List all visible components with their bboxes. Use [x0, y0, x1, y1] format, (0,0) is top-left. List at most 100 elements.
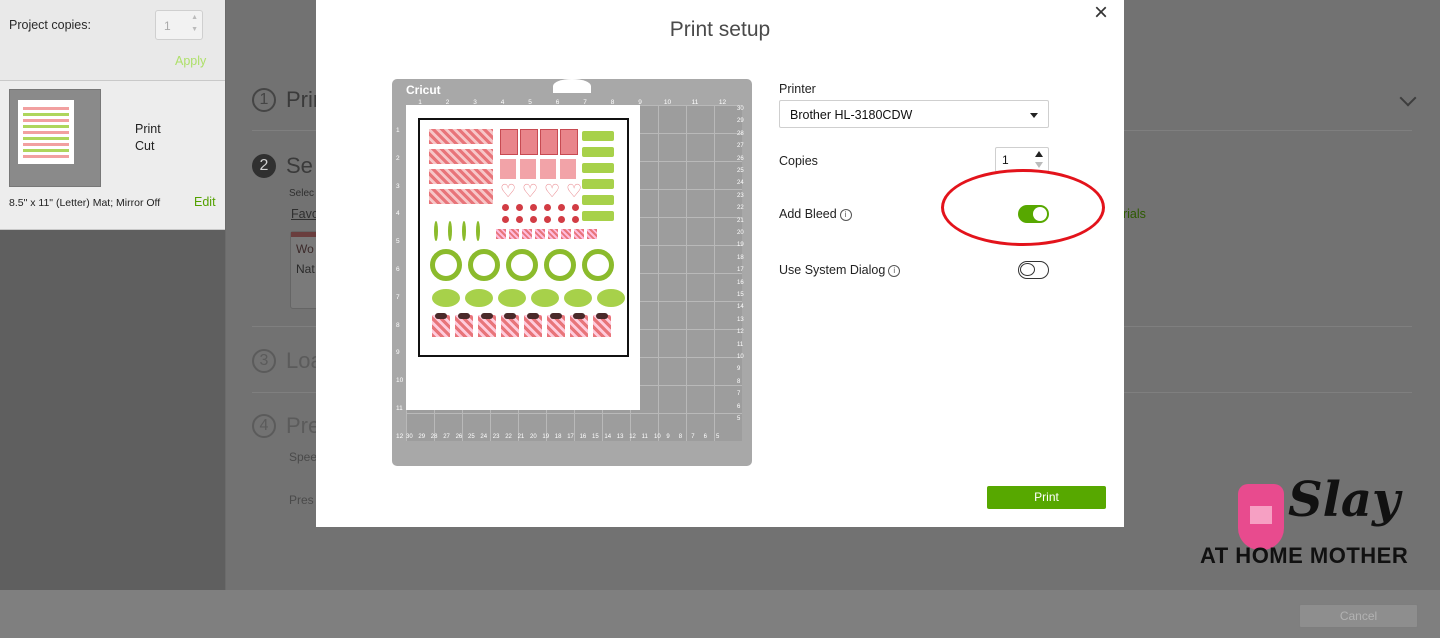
printer-select[interactable]: Brother HL-3180CDW — [779, 100, 1049, 128]
ruler-tick-label: 15 — [737, 292, 744, 298]
ruler-tick-label: 6 — [555, 99, 560, 106]
favorites-tab[interactable]: Favo — [291, 207, 319, 221]
step-2[interactable]: 2 Se — [252, 153, 313, 179]
copies-stepper[interactable]: 1 — [995, 147, 1049, 172]
ruler-tick-label: 29 — [737, 118, 744, 125]
apply-button[interactable]: Apply — [175, 54, 207, 68]
heart-sticker: ♡ — [544, 181, 561, 201]
info-icon[interactable]: i — [839, 208, 852, 221]
small-gift-sticker — [574, 229, 584, 239]
dropdown-caret-icon — [1030, 113, 1038, 118]
ruler-tick-label: 28 — [430, 434, 438, 440]
clipboard-sticker — [540, 159, 556, 179]
banner-sticker — [582, 195, 614, 205]
watermark-slay: Slay — [1288, 472, 1400, 528]
ruler-tick-label: 17 — [567, 434, 574, 440]
ruler-tick-label: 25 — [468, 434, 475, 440]
flower-sticker — [516, 216, 523, 223]
clipboard-sticker — [520, 159, 536, 179]
ruler-tick-label: 9 — [666, 434, 670, 440]
ruler-tick-label: 1 — [396, 127, 400, 134]
ruler-tick-label: 28 — [737, 130, 744, 137]
banner-sticker — [582, 179, 614, 189]
system-dialog-toggle[interactable] — [1018, 261, 1049, 279]
striped-label-sticker — [429, 149, 493, 164]
info-icon[interactable]: i — [888, 264, 901, 277]
bow-icon — [527, 313, 539, 319]
mat-sidebar: Project copies: 1 ▲ ▼ Apply Print Cut 8.… — [0, 0, 225, 638]
speech-bubble-sticker — [564, 289, 592, 307]
pressure-text: Pres — [289, 493, 314, 507]
ruler-tick-label: 2 — [396, 154, 400, 162]
ruler-tick-label: 24 — [480, 434, 488, 440]
ruler-tick-label: 6 — [703, 434, 707, 440]
ruler-tick-label: 4 — [396, 210, 400, 218]
speed-text: Spee — [289, 450, 318, 464]
flower-sticker — [502, 216, 509, 223]
flower-sticker — [544, 216, 551, 223]
stepper-up-icon[interactable]: ▲ — [191, 14, 198, 21]
ruler-tick-label: 4 — [500, 99, 505, 106]
step-1[interactable]: 1 Prin — [252, 87, 325, 113]
striped-label-sticker — [429, 189, 493, 204]
ruler-tick-label: 13 — [737, 316, 744, 323]
ruler-tick-label: 18 — [737, 254, 744, 261]
ruler-tick-label: 12 — [629, 434, 636, 440]
ruler-tick-label: 22 — [505, 434, 512, 440]
print-then-cut-frame — [418, 118, 629, 357]
chevron-down-icon[interactable] — [1399, 89, 1417, 107]
banner-sticker — [582, 211, 614, 221]
gift-sticker — [455, 313, 473, 337]
clipboard-sticker — [500, 159, 516, 179]
ruler-tick-label: 10 — [737, 354, 744, 360]
leaf-sticker — [462, 221, 466, 241]
mat-thumbnail[interactable] — [9, 89, 101, 187]
ruler-tick-label: 7 — [396, 293, 400, 301]
edit-mat-button[interactable]: Edit — [194, 195, 216, 209]
step-title: Pre — [286, 413, 321, 438]
flower-sticker — [572, 204, 579, 211]
ruler-tick-label: 25 — [737, 168, 744, 174]
step-4[interactable]: 4 Pre — [252, 413, 320, 439]
stepper-up-icon[interactable] — [1035, 151, 1043, 157]
ruler-tick-label: 18 — [554, 434, 562, 440]
ruler-tick-label: 21 — [737, 217, 744, 224]
close-icon[interactable]: × — [1093, 0, 1108, 26]
gift-sticker — [432, 313, 450, 337]
project-copies-input[interactable]: 1 ▲ ▼ — [155, 10, 203, 40]
mat-tab — [553, 79, 591, 93]
heart-sticker: ♡ — [500, 181, 517, 201]
step-number: 4 — [252, 414, 276, 438]
ruler-tick-label: 16 — [579, 434, 587, 440]
gift-sticker — [501, 313, 519, 337]
leaf-sticker — [434, 221, 438, 241]
gift-sticker — [593, 313, 611, 337]
ruler-tick-label: 27 — [443, 434, 450, 440]
ruler-tick-label: 30 — [737, 106, 744, 112]
ruler-tick-label: 26 — [455, 434, 463, 440]
wreath-sticker — [544, 249, 576, 281]
print-button[interactable]: Print — [987, 486, 1106, 509]
small-gift-sticker — [509, 229, 519, 239]
ruler-tick-label: 12 — [718, 99, 727, 106]
notebook-sticker — [560, 129, 578, 155]
mat-card[interactable]: Print Cut 8.5" x 11" (Letter) Mat; Mirro… — [0, 81, 225, 230]
step-3[interactable]: 3 Loa — [252, 348, 323, 374]
ruler-tick-label: 29 — [418, 434, 426, 440]
notebook-sticker — [500, 129, 518, 155]
ruler-tick-label: 22 — [737, 205, 744, 212]
slay-at-home-mother-watermark: Slay AT HOME MOTHER — [1200, 470, 1430, 570]
notebook-sticker — [540, 129, 558, 155]
mat-description: 8.5" x 11" (Letter) Mat; Mirror Off — [9, 197, 161, 209]
striped-label-sticker — [429, 169, 493, 184]
ruler-tick-label: 1 — [418, 99, 422, 106]
stepper-down-icon[interactable] — [1035, 162, 1043, 168]
stepper-down-icon[interactable]: ▼ — [191, 26, 198, 33]
small-gift-sticker — [587, 229, 597, 239]
heart-sticker: ♡ — [566, 181, 583, 201]
small-gift-sticker — [522, 229, 532, 239]
cancel-button[interactable]: Cancel — [1299, 604, 1418, 628]
